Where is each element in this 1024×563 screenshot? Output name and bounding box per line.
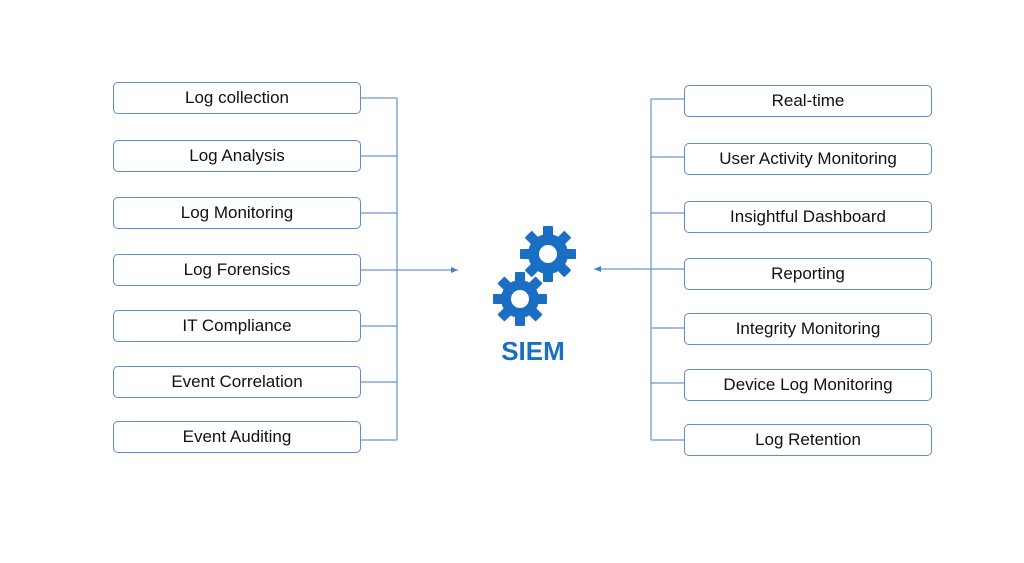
left-item-event-auditing: Event Auditing — [113, 421, 361, 453]
left-item-log-monitoring: Log Monitoring — [113, 197, 361, 229]
right-connectors — [594, 98, 684, 441]
right-item-insightful-dashboard: Insightful Dashboard — [684, 201, 932, 233]
right-item-real-time: Real-time — [684, 85, 932, 117]
gears-icon — [493, 226, 576, 326]
right-item-user-activity-monitoring: User Activity Monitoring — [684, 143, 932, 175]
left-connectors — [361, 97, 458, 441]
gear-large-icon — [520, 226, 576, 282]
left-item-it-compliance: IT Compliance — [113, 310, 361, 342]
right-item-reporting: Reporting — [684, 258, 932, 290]
left-item-log-forensics: Log Forensics — [113, 254, 361, 286]
right-item-log-retention: Log Retention — [684, 424, 932, 456]
right-item-integrity-monitoring: Integrity Monitoring — [684, 313, 932, 345]
gear-small-icon — [493, 272, 547, 326]
left-item-log-collection: Log collection — [113, 82, 361, 114]
right-item-device-log-monitoring: Device Log Monitoring — [684, 369, 932, 401]
left-item-event-correlation: Event Correlation — [113, 366, 361, 398]
left-item-log-analysis: Log Analysis — [113, 140, 361, 172]
siem-label: SIEM — [501, 336, 565, 366]
